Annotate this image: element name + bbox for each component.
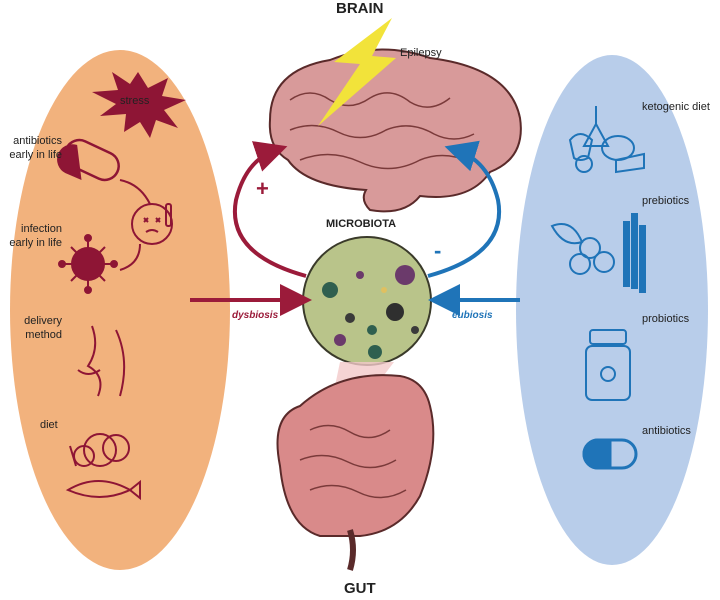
ketogenic-diet-label: ketogenic diet — [642, 101, 710, 113]
delivery-method-label: delivery method — [0, 314, 62, 342]
pill-icon-left — [57, 138, 120, 182]
left-risk-panel — [10, 50, 230, 570]
asparagus-icon — [623, 213, 646, 293]
lightning-bolt-icon — [318, 18, 396, 126]
dysbiosis-loop-arrow — [232, 141, 307, 278]
epilepsy-label: Epilepsy — [400, 47, 442, 59]
eubiosis-label: eubiosis — [452, 310, 493, 321]
berries-icon — [550, 223, 615, 275]
delivery-method-line1: delivery — [24, 315, 62, 327]
delivery-method-line2: method — [25, 329, 62, 341]
ketogenic-food-icon — [568, 106, 645, 174]
brain-illustration — [268, 48, 522, 213]
right-protective-panel — [516, 55, 708, 565]
antibiotics-early-line1: antibiotics — [13, 135, 62, 147]
dysbiosis-label: dysbiosis — [232, 310, 279, 321]
probiotics-label: probiotics — [642, 313, 690, 325]
probiotics-bottle-icon — [585, 329, 631, 401]
antibiotics-early-label: antibiotics early in life — [0, 134, 62, 162]
eubiosis-loop-arrow — [427, 140, 502, 278]
food-icon — [65, 433, 141, 501]
prebiotics-label: prebiotics — [642, 195, 690, 207]
stress-burst-icon — [92, 72, 186, 138]
pregnancy-icon — [77, 325, 126, 397]
microbiota-title: MICROBIOTA — [326, 218, 397, 230]
gut-title: GUT — [344, 580, 376, 597]
antibiotics-label: antibiotics — [642, 425, 691, 437]
plus-sign: + — [256, 176, 269, 201]
infection-early-line1: infection — [21, 223, 62, 235]
brain-title: BRAIN — [336, 0, 384, 17]
stress-label: stress — [120, 95, 150, 107]
pill-icon-right — [582, 438, 638, 470]
sick-baby-icon — [119, 179, 173, 271]
infection-early-line2: early in life — [9, 237, 62, 249]
gut-illustration — [276, 374, 435, 571]
infection-early-label: infection early in life — [0, 222, 62, 250]
minus-sign: - — [434, 238, 442, 263]
diet-label: diet — [40, 419, 58, 431]
virus-icon — [58, 234, 118, 294]
antibiotics-early-line2: early in life — [9, 149, 62, 161]
microbiota-disc — [302, 236, 432, 366]
